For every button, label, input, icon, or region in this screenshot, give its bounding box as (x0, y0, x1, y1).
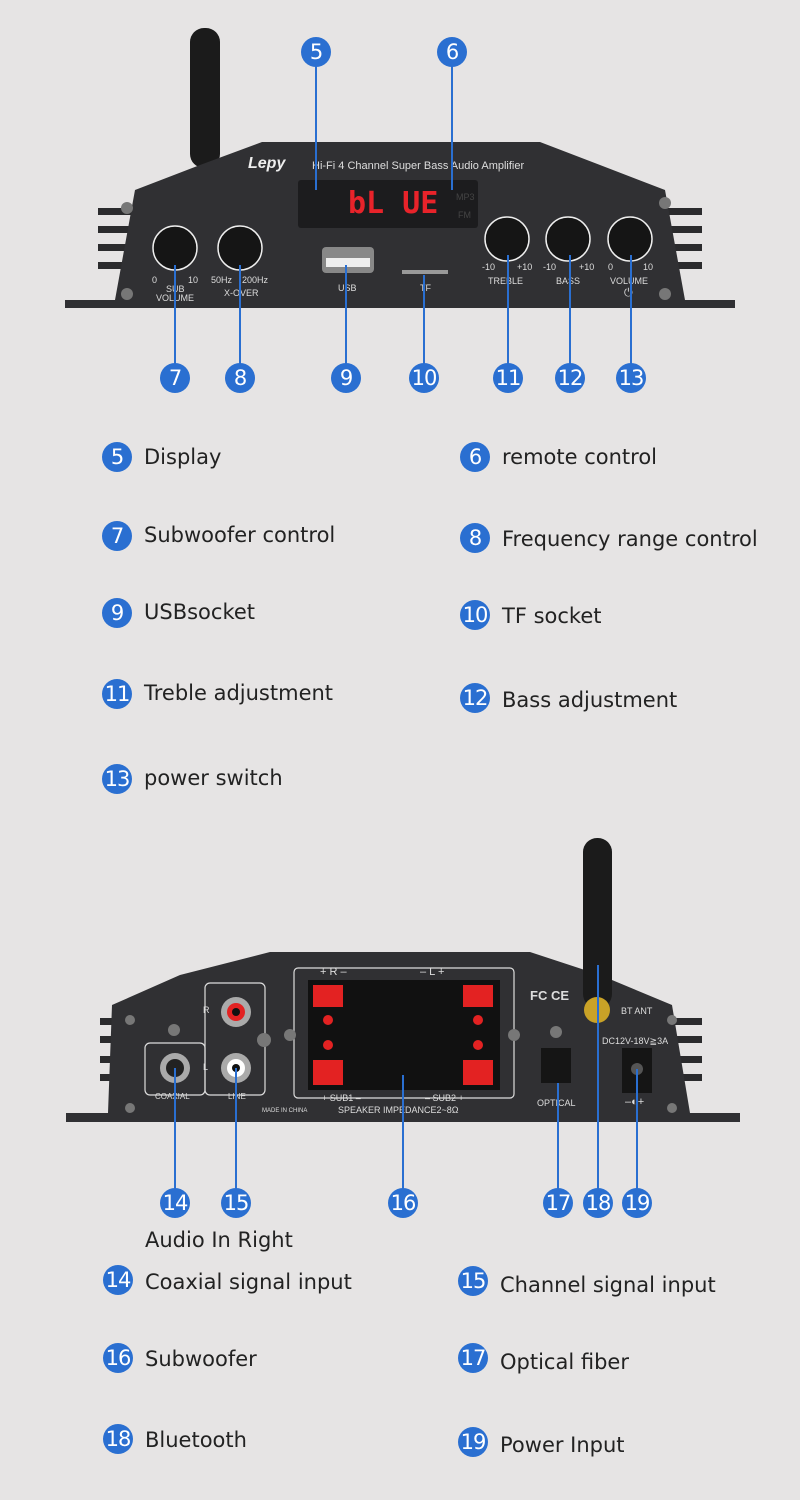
display-mp3: MP3 (456, 192, 475, 202)
label-sub1: + SUB1 – (322, 1093, 361, 1103)
callout-badge: 13 (616, 363, 646, 393)
callout-badge: 12 (555, 363, 585, 393)
label-impedance: SPEAKER IMPEDANCE2~8Ω (338, 1105, 459, 1115)
legend-badge: 17 (458, 1343, 488, 1373)
label-r: R (203, 1005, 210, 1015)
power-icon: ⏻ (624, 287, 633, 299)
legend-badge: 8 (460, 523, 490, 553)
label-sub2: – SUB2 + (425, 1093, 464, 1103)
knob-label: VOLUME (610, 276, 649, 286)
knob-label: TREBLE (488, 276, 524, 286)
antenna (190, 28, 220, 168)
knob-label: BASS (556, 276, 581, 286)
legend-item: Display (144, 445, 222, 469)
legend-badge: 18 (103, 1424, 133, 1454)
callout-badge: 18 (583, 1188, 613, 1218)
legend-item: Subwoofer (145, 1347, 257, 1371)
label-made-in: MADE IN CHINA (262, 1108, 308, 1114)
callout-badge: 7 (160, 363, 190, 393)
legend-item: USBsocket (144, 600, 256, 624)
legend-item: Power Input (500, 1433, 625, 1457)
legend-item: Frequency range control (502, 527, 758, 551)
knob-label: +10 (517, 262, 533, 272)
legend-badge: 16 (103, 1343, 133, 1373)
legend-item: Treble adjustment (144, 681, 334, 705)
knob-label: -10 (482, 262, 496, 272)
label-optical: OPTICAL (537, 1098, 576, 1108)
display-window (298, 180, 478, 228)
legend-badge: 7 (102, 521, 132, 551)
legend-badge: 14 (103, 1265, 133, 1295)
legend-item: TF socket (502, 604, 602, 628)
usb-label: USB (338, 283, 357, 293)
label-l-terminals: – L + (420, 966, 445, 978)
tf-label: TF (420, 283, 431, 293)
callout-badge: 11 (493, 363, 523, 393)
back-panel-illustration (66, 838, 740, 1122)
knob-label: 10 (188, 275, 199, 285)
label-l: L (203, 1062, 209, 1072)
callout-badge: 16 (388, 1188, 418, 1218)
label-bt-ant: BT ANT (621, 1006, 653, 1016)
callout-badge: 19 (622, 1188, 652, 1218)
amp-title: Hi-Fi 4 Channel Super Bass Audio Amplifi… (312, 160, 525, 172)
callout-badge: 15 (221, 1188, 251, 1218)
legend-badge: 5 (102, 442, 132, 472)
legend-item: Optical fiber (500, 1350, 629, 1374)
callout-badge: 17 (543, 1188, 573, 1218)
legend-item: Bass adjustment (502, 688, 678, 712)
legend-item: Subwoofer control (144, 523, 336, 547)
knob-label: -10 (543, 262, 557, 272)
legend-badge: 11 (102, 679, 132, 709)
knob-label: 50Hz (211, 275, 233, 285)
dc-polarity-icon: –◐+ (625, 1096, 645, 1108)
callout-badge: 9 (331, 363, 361, 393)
knob-label: 0 (608, 262, 614, 272)
knob-label: X-OVER (224, 288, 259, 298)
legend-item: power switch (144, 766, 283, 790)
label-coaxial: COAXIAL (155, 1092, 190, 1101)
legend-item: Coaxial signal input (145, 1270, 352, 1294)
legend-badge: 12 (460, 683, 490, 713)
legend-badge: 15 (458, 1266, 488, 1296)
legend-item: remote control (502, 445, 658, 469)
callout-badge: 5 (301, 37, 331, 67)
callout-badge: 6 (437, 37, 467, 67)
legend-item: Bluetooth (145, 1428, 247, 1452)
callout-badge: 8 (225, 363, 255, 393)
knob-label: 200Hz (242, 275, 269, 285)
legend-badge: 19 (458, 1427, 488, 1457)
brand-logo: Lepy (248, 155, 286, 172)
legend-badge: 10 (460, 600, 490, 630)
front-panel-illustration (65, 28, 735, 308)
legend-badge: 13 (102, 764, 132, 794)
callout-badge: 10 (409, 363, 439, 393)
note-audio-in-right: Audio In Right (145, 1228, 293, 1252)
label-r-terminals: + R – (320, 966, 347, 978)
legend-badge: 6 (460, 442, 490, 472)
label-dc: DC12V-18V≧3A (602, 1036, 669, 1046)
callout-badge: 14 (160, 1188, 190, 1218)
cert-logos: FC CE (530, 988, 569, 1003)
legend-item: Channel signal input (500, 1273, 716, 1297)
knob-label: 0 (152, 275, 158, 285)
display-text: bL UE (348, 186, 439, 221)
knob-label: 10 (643, 262, 654, 272)
knob-label: +10 (579, 262, 595, 272)
display-fm: FM (458, 210, 471, 220)
legend-badge: 9 (102, 598, 132, 628)
bt-antenna (583, 838, 612, 1008)
